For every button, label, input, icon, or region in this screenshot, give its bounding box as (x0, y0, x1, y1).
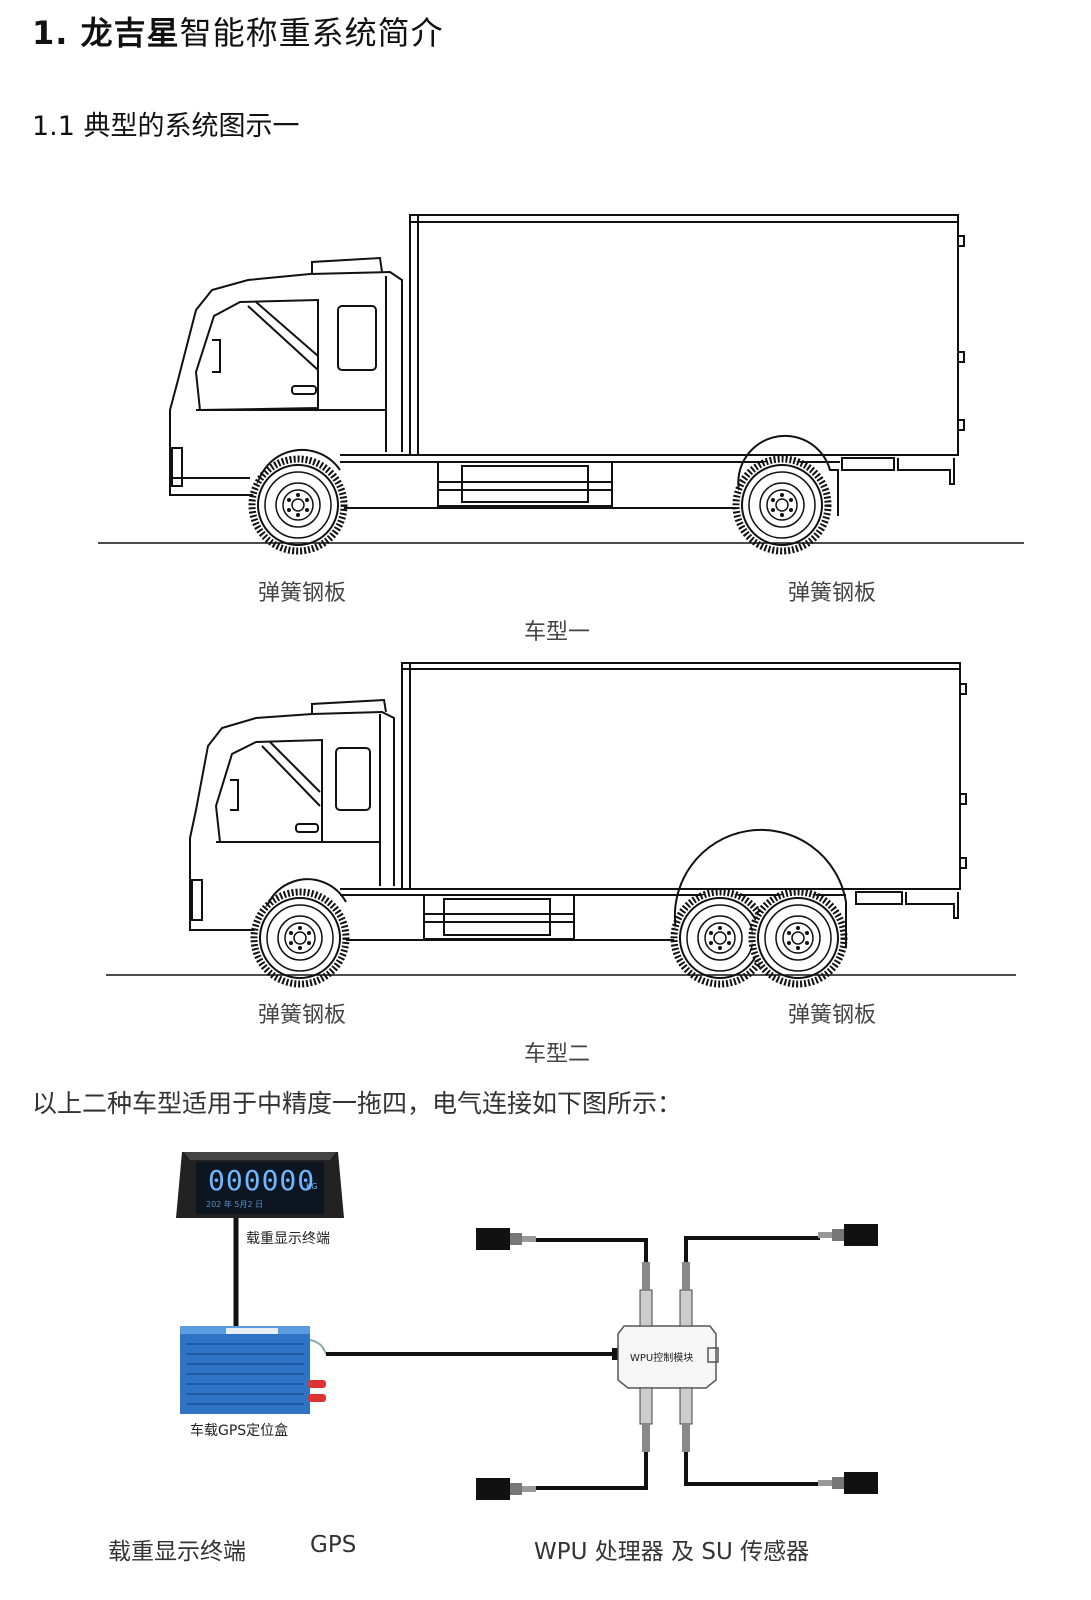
description-paragraph: 以上二种车型适用于中精度一拖四，电气连接如下图所示： (32, 1089, 683, 1118)
caption-truck-one: 车型一 (524, 620, 591, 645)
wpu-module-device (617, 1325, 719, 1389)
display-terminal-device (176, 1152, 344, 1218)
spring-label-rear-one: 弹簧钢板 (788, 581, 877, 606)
gps-box-device (180, 1326, 327, 1414)
display-subline: 202 年 5月2 日 (206, 1200, 264, 1209)
wpu-connectors (639, 1262, 693, 1452)
truck-type-one (169, 214, 965, 516)
title-number: 1. (32, 14, 81, 52)
gps-box-label: 车载GPS定位盒 (190, 1423, 289, 1439)
wpu-module-label: WPU控制模块 (630, 1353, 694, 1364)
footer-label-wpu: WPU 处理器 及 SU 传感器 (534, 1539, 810, 1565)
spring-label-front-one: 弹簧钢板 (258, 581, 347, 606)
spring-label-front-two: 弹簧钢板 (258, 1003, 347, 1028)
footer-label-gps: GPS (310, 1532, 357, 1558)
truck-type-two (189, 662, 967, 948)
display-unit: KG (306, 1182, 318, 1191)
section-title: 1.1 典型的系统图示一 (32, 111, 300, 142)
spring-label-rear-two: 弹簧钢板 (788, 1003, 877, 1028)
title-brand: 龙吉星 (80, 14, 180, 52)
display-terminal-label: 载重显示终端 (246, 1231, 330, 1247)
page-title: 1. 龙吉星智能称重系统简介 (32, 8, 444, 54)
display-readout: 000000 (208, 1164, 316, 1197)
footer-label-display: 载重显示终端 (108, 1539, 246, 1565)
title-rest: 智能称重系统简介 (179, 14, 444, 52)
caption-truck-two: 车型二 (524, 1042, 591, 1067)
